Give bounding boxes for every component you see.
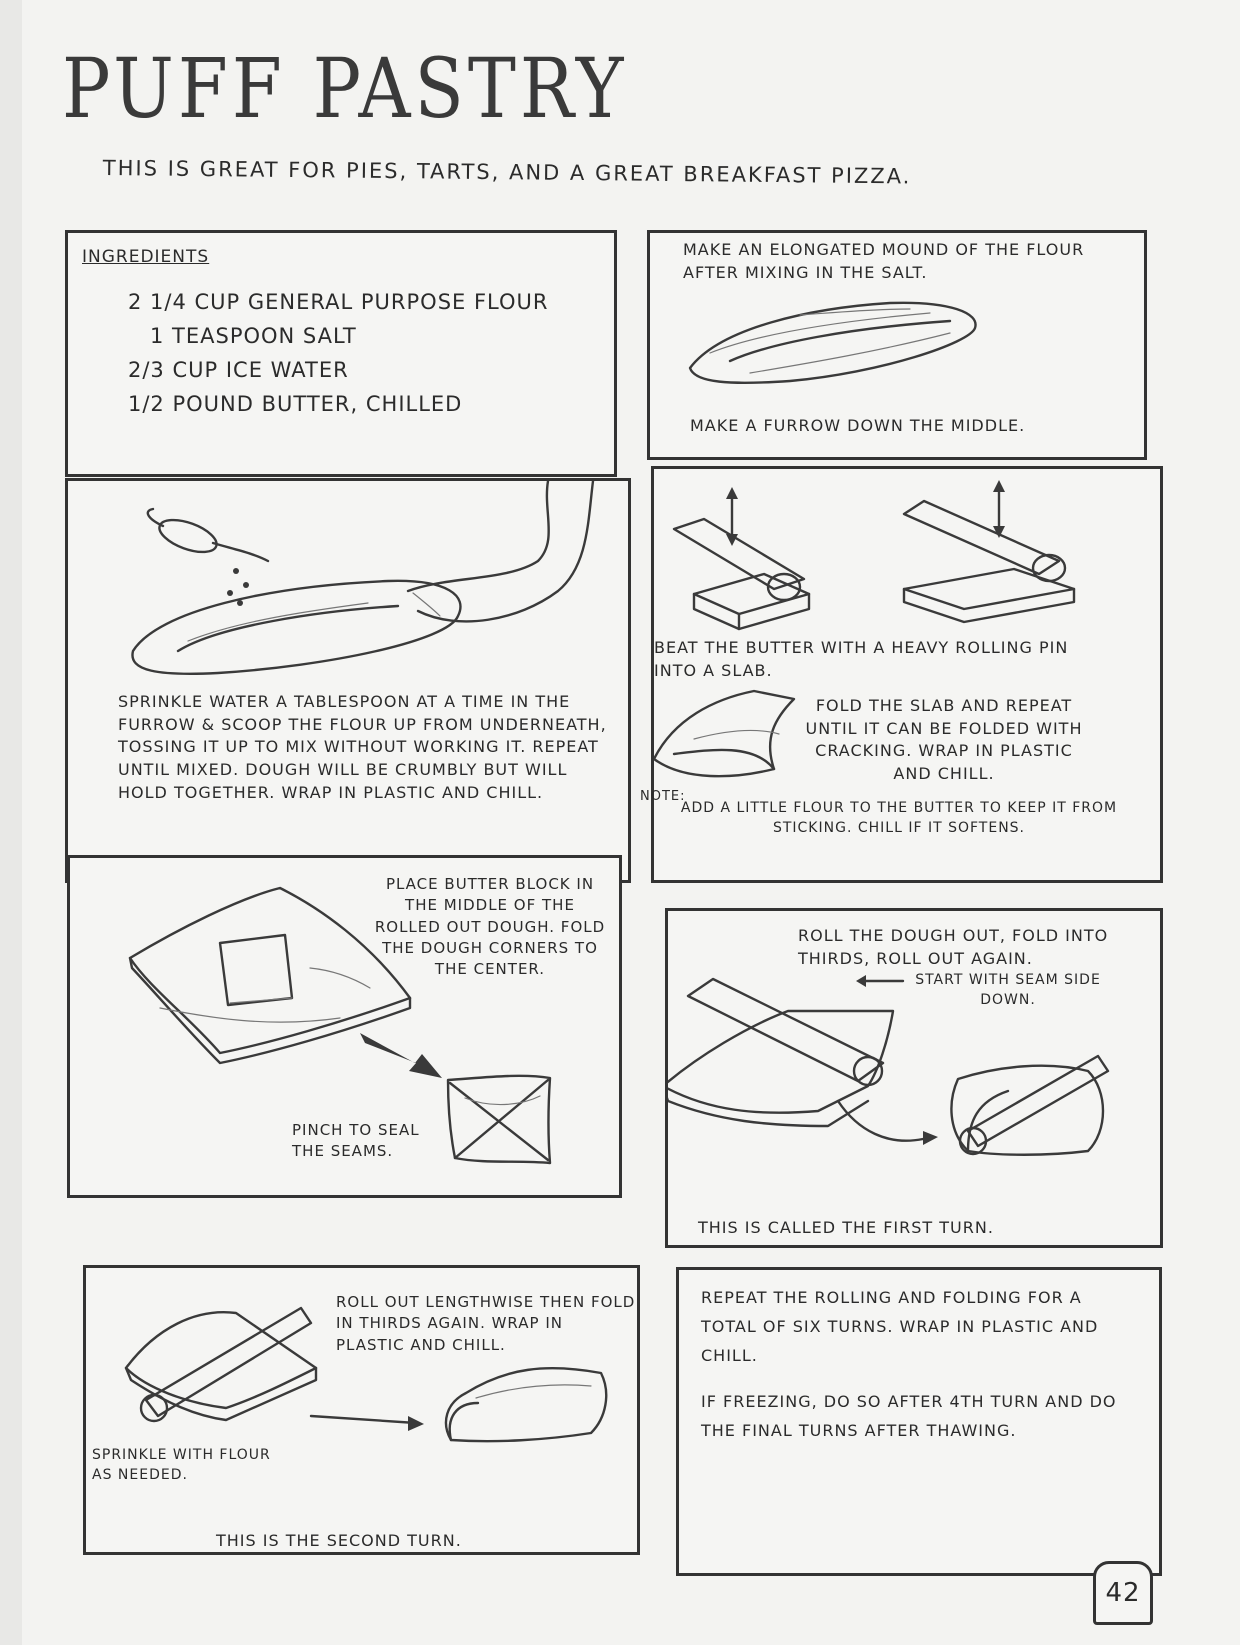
- page-number: 42: [1093, 1561, 1153, 1625]
- second-turn-caption: ROLL OUT LENGTHWISE THEN FOLD IN THIRDS …: [336, 1293, 636, 1354]
- panel-sprinkle: SPRINKLE WATER A TABLESPOON AT A TIME IN…: [65, 478, 631, 883]
- first-turn-callout: START WITH SEAM SIDE DOWN.: [915, 972, 1101, 1008]
- beat-butter-sketch: [672, 480, 1076, 631]
- second-turn-bottom: THIS IS THE SECOND TURN.: [216, 1531, 462, 1550]
- note-label: NOTE:: [640, 789, 686, 804]
- panel-second-turn: ROLL OUT LENGTHWISE THEN FOLD IN THIRDS …: [83, 1265, 640, 1555]
- mound-top-caption: MAKE AN ELONGATED MOUND OF THE FLOUR AFT…: [683, 240, 1085, 282]
- ingredients-heading: INGREDIENTS: [82, 247, 210, 267]
- panel-ingredients: INGREDIENTS 2 1/4 CUP GENERAL PURPOSE FL…: [65, 230, 617, 477]
- beat-caption: BEAT THE BUTTER WITH A HEAVY ROLLING PIN…: [654, 638, 1069, 680]
- ingredient-item: 1 TEASPOON SALT: [150, 324, 357, 349]
- first-turn-bottom: THIS IS CALLED THE FIRST TURN.: [698, 1218, 994, 1237]
- ingredients-list: 2 1/4 CUP GENERAL PURPOSE FLOUR 1 TEASPO…: [128, 285, 549, 421]
- ingredient-item: 1/2 POUND BUTTER, CHILLED: [128, 392, 463, 417]
- fold-caption: FOLD THE SLAB AND REPEAT UNTIL IT CAN BE…: [805, 696, 1083, 784]
- panel-mound: MAKE AN ELONGATED MOUND OF THE FLOUR AFT…: [647, 230, 1147, 460]
- sprinkle-sketch: [131, 481, 595, 676]
- arrow-icon: [360, 1033, 442, 1078]
- repeat-para2: IF FREEZING, DO SO AFTER 4TH TURN AND DO…: [701, 1392, 1117, 1440]
- paper-edge: [0, 0, 22, 1645]
- repeat-para1: REPEAT THE ROLLING AND FOLDING FOR A TOT…: [701, 1288, 1099, 1365]
- note-caption: ADD A LITTLE FLOUR TO THE BUTTER TO KEEP…: [680, 800, 1118, 836]
- arrow-icon: [408, 1416, 424, 1431]
- place-caption: PLACE BUTTER BLOCK IN THE MIDDLE OF THE …: [374, 875, 606, 979]
- sprinkle-caption: SPRINKLE WATER A TABLESPOON AT A TIME IN…: [118, 692, 607, 802]
- page-title: PUFF PASTRY: [62, 40, 628, 137]
- first-turn-caption: ROLL THE DOUGH OUT, FOLD INTO THIRDS, RO…: [798, 926, 1109, 968]
- mound-bottom-caption: MAKE A FURROW DOWN THE MIDDLE.: [690, 416, 1026, 435]
- flour-mound-sketch: [688, 301, 977, 384]
- panel-place-butter: PLACE BUTTER BLOCK IN THE MIDDLE OF THE …: [67, 855, 622, 1198]
- pinch-caption: PINCH TO SEAL THE SEAMS.: [292, 1121, 420, 1161]
- page-subtitle: THIS IS GREAT FOR PIES, TARTS, AND A GRE…: [102, 156, 912, 189]
- folded-slab-sketch: [654, 689, 796, 778]
- second-turn-sketch: [124, 1306, 608, 1443]
- first-turn-sketch: [668, 975, 1110, 1156]
- arrow-icon: [856, 975, 866, 987]
- place-butter-sketch: [128, 886, 552, 1165]
- panel-first-turn: ROLL THE DOUGH OUT, FOLD INTO THIRDS, RO…: [665, 908, 1163, 1248]
- ingredient-item: 2 1/4 CUP GENERAL PURPOSE FLOUR: [128, 290, 549, 314]
- second-turn-sprinkle: SPRINKLE WITH FLOUR AS NEEDED.: [92, 1447, 271, 1483]
- arrow-icon: [923, 1131, 938, 1145]
- ingredient-item: 2/3 CUP ICE WATER: [128, 358, 349, 383]
- panel-repeat: REPEAT THE ROLLING AND FOLDING FOR A TOT…: [676, 1267, 1162, 1576]
- spoon-icon: [158, 518, 218, 554]
- panel-beat-butter: BEAT THE BUTTER WITH A HEAVY ROLLING PIN…: [640, 466, 1163, 883]
